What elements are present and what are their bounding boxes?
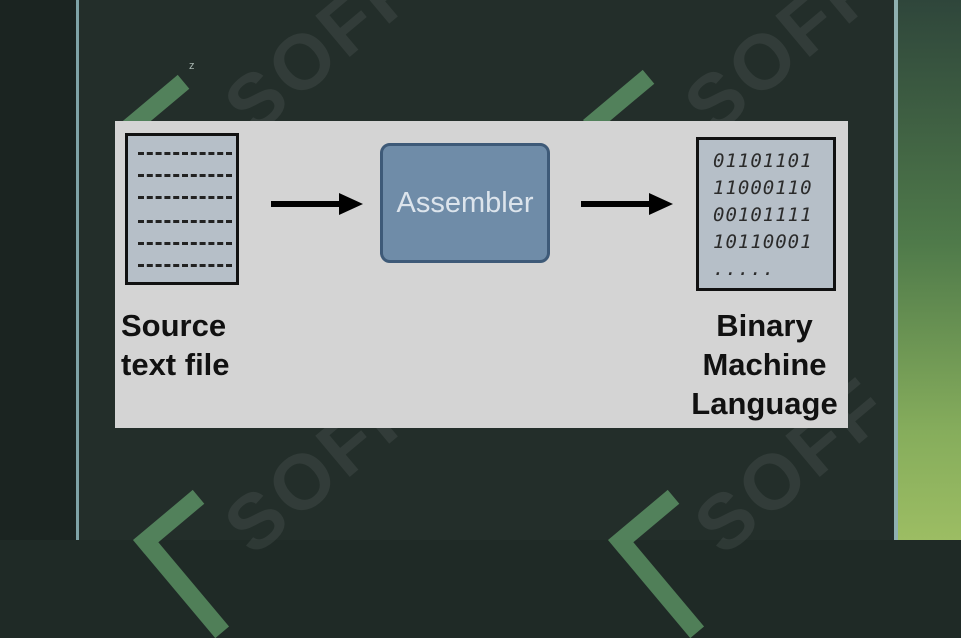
arrow-right-icon <box>581 193 673 215</box>
right-vertical-rule <box>894 0 898 540</box>
binary-line: 11000110 <box>713 177 813 199</box>
output-label-line: Language <box>691 386 838 421</box>
binary-line: ..... <box>713 258 776 280</box>
source-label: Source text file <box>121 306 230 384</box>
left-sidebar-panel <box>0 0 76 540</box>
assembler-process-box: Assembler <box>380 143 550 263</box>
output-label-line: Machine <box>702 347 827 382</box>
output-label: Binary Machine Language <box>681 306 848 423</box>
binary-line: 00101111 <box>713 204 813 226</box>
source-label-line: Source <box>121 308 227 343</box>
binary-line: 01101101 <box>713 150 813 172</box>
corner-mark: z <box>189 60 195 72</box>
binary-output-box: 01101101 11000110 00101111 10110001 ....… <box>696 137 836 291</box>
assembler-diagram: Assembler 01101101 11000110 00101111 101… <box>115 121 848 428</box>
right-decorative-panel <box>898 0 961 540</box>
binary-line: 10110001 <box>713 231 813 253</box>
left-vertical-rule <box>76 0 79 540</box>
source-label-line: text file <box>121 347 230 382</box>
arrow-right-icon <box>271 193 363 215</box>
source-file-icon <box>125 133 239 285</box>
output-label-line: Binary <box>716 308 813 343</box>
